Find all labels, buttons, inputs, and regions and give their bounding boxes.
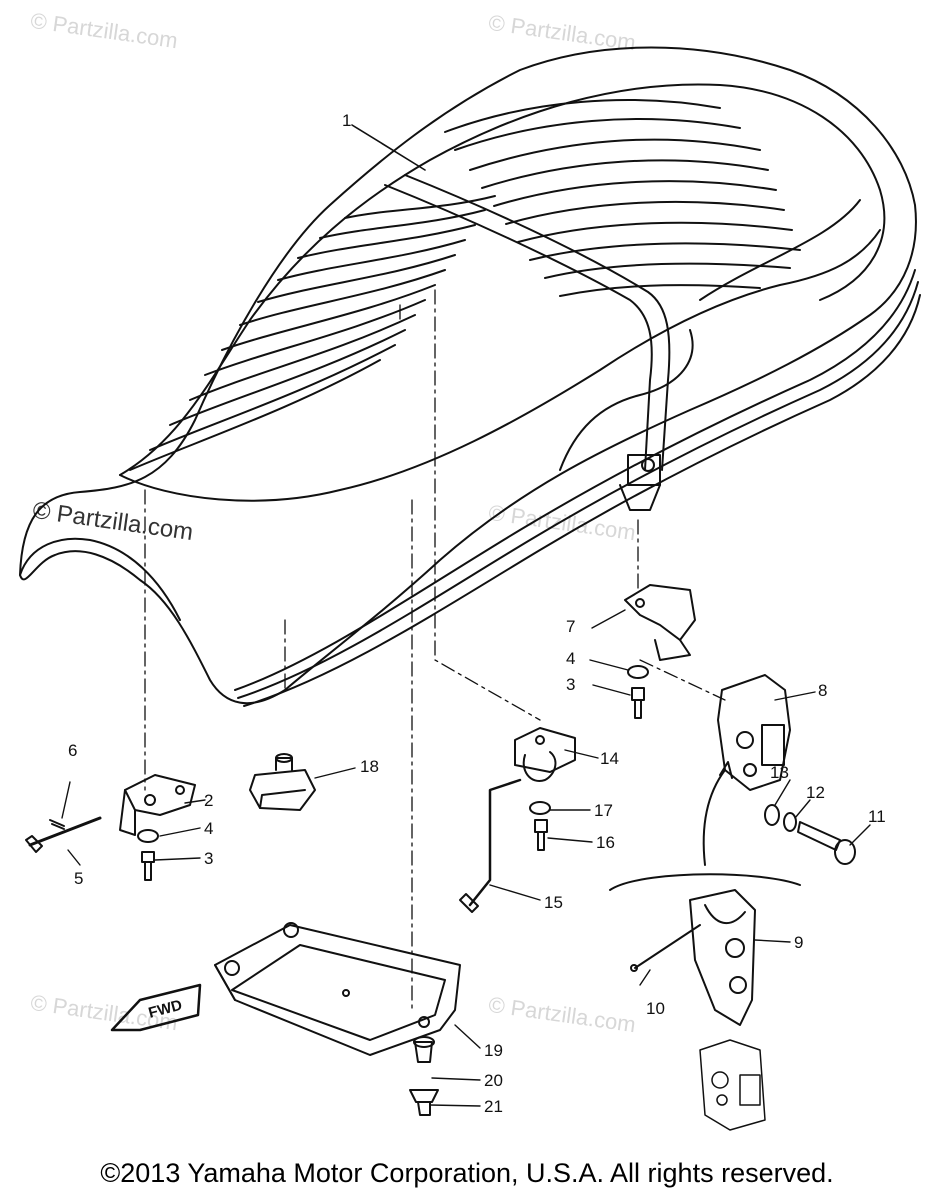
callout-6: 6: [68, 741, 77, 760]
callout-4: 4: [204, 819, 213, 838]
fwd-indicator: [110, 983, 202, 1032]
callout-7: 7: [566, 617, 575, 636]
callout-4-right: 4: [566, 649, 575, 668]
callout-2: 2: [204, 791, 213, 810]
part-7-bracket: [624, 584, 696, 661]
callout-9: 9: [794, 933, 803, 952]
callout-3-right: 3: [566, 675, 575, 694]
assembly-lines: [144, 289, 726, 1011]
bracket-left: [119, 774, 196, 836]
callout-10: 10: [646, 999, 665, 1018]
callout-11: 11: [868, 807, 886, 826]
part-14-bracket: [514, 727, 576, 782]
callout-16: 16: [596, 833, 615, 852]
callout-15: 15: [544, 893, 563, 912]
copyright-notice: ©2013 Yamaha Motor Corporation, U.S.A. A…: [100, 1158, 834, 1188]
callout-18: 18: [360, 757, 379, 776]
part-9-bracket: [689, 889, 756, 1026]
fwd-label: FWD: [147, 997, 185, 1022]
seat-assembly: [19, 46, 921, 707]
callout-20: 20: [484, 1071, 503, 1090]
callout-12: 12: [806, 783, 825, 802]
callout-21: 21: [484, 1097, 503, 1116]
leader-lines: [61, 609, 871, 1107]
callout-17: 17: [594, 801, 613, 820]
callout-8: 8: [818, 681, 827, 700]
part-18-damper: [249, 753, 316, 811]
callout-5: 5: [74, 869, 83, 888]
callout-13: 13: [770, 763, 789, 782]
callout-19: 19: [484, 1041, 503, 1060]
part-8-lock: [717, 674, 791, 791]
callout-3: 3: [204, 849, 213, 868]
lock-cylinder: [699, 1039, 766, 1131]
callout-numbers: 1 2 3 4 5 6 7 8 9 10 11 12 13 14 15 16 1…: [68, 111, 886, 1116]
callout-1: 1: [342, 111, 351, 130]
callout-14: 14: [600, 749, 619, 768]
part-19-tray: [214, 922, 461, 1056]
